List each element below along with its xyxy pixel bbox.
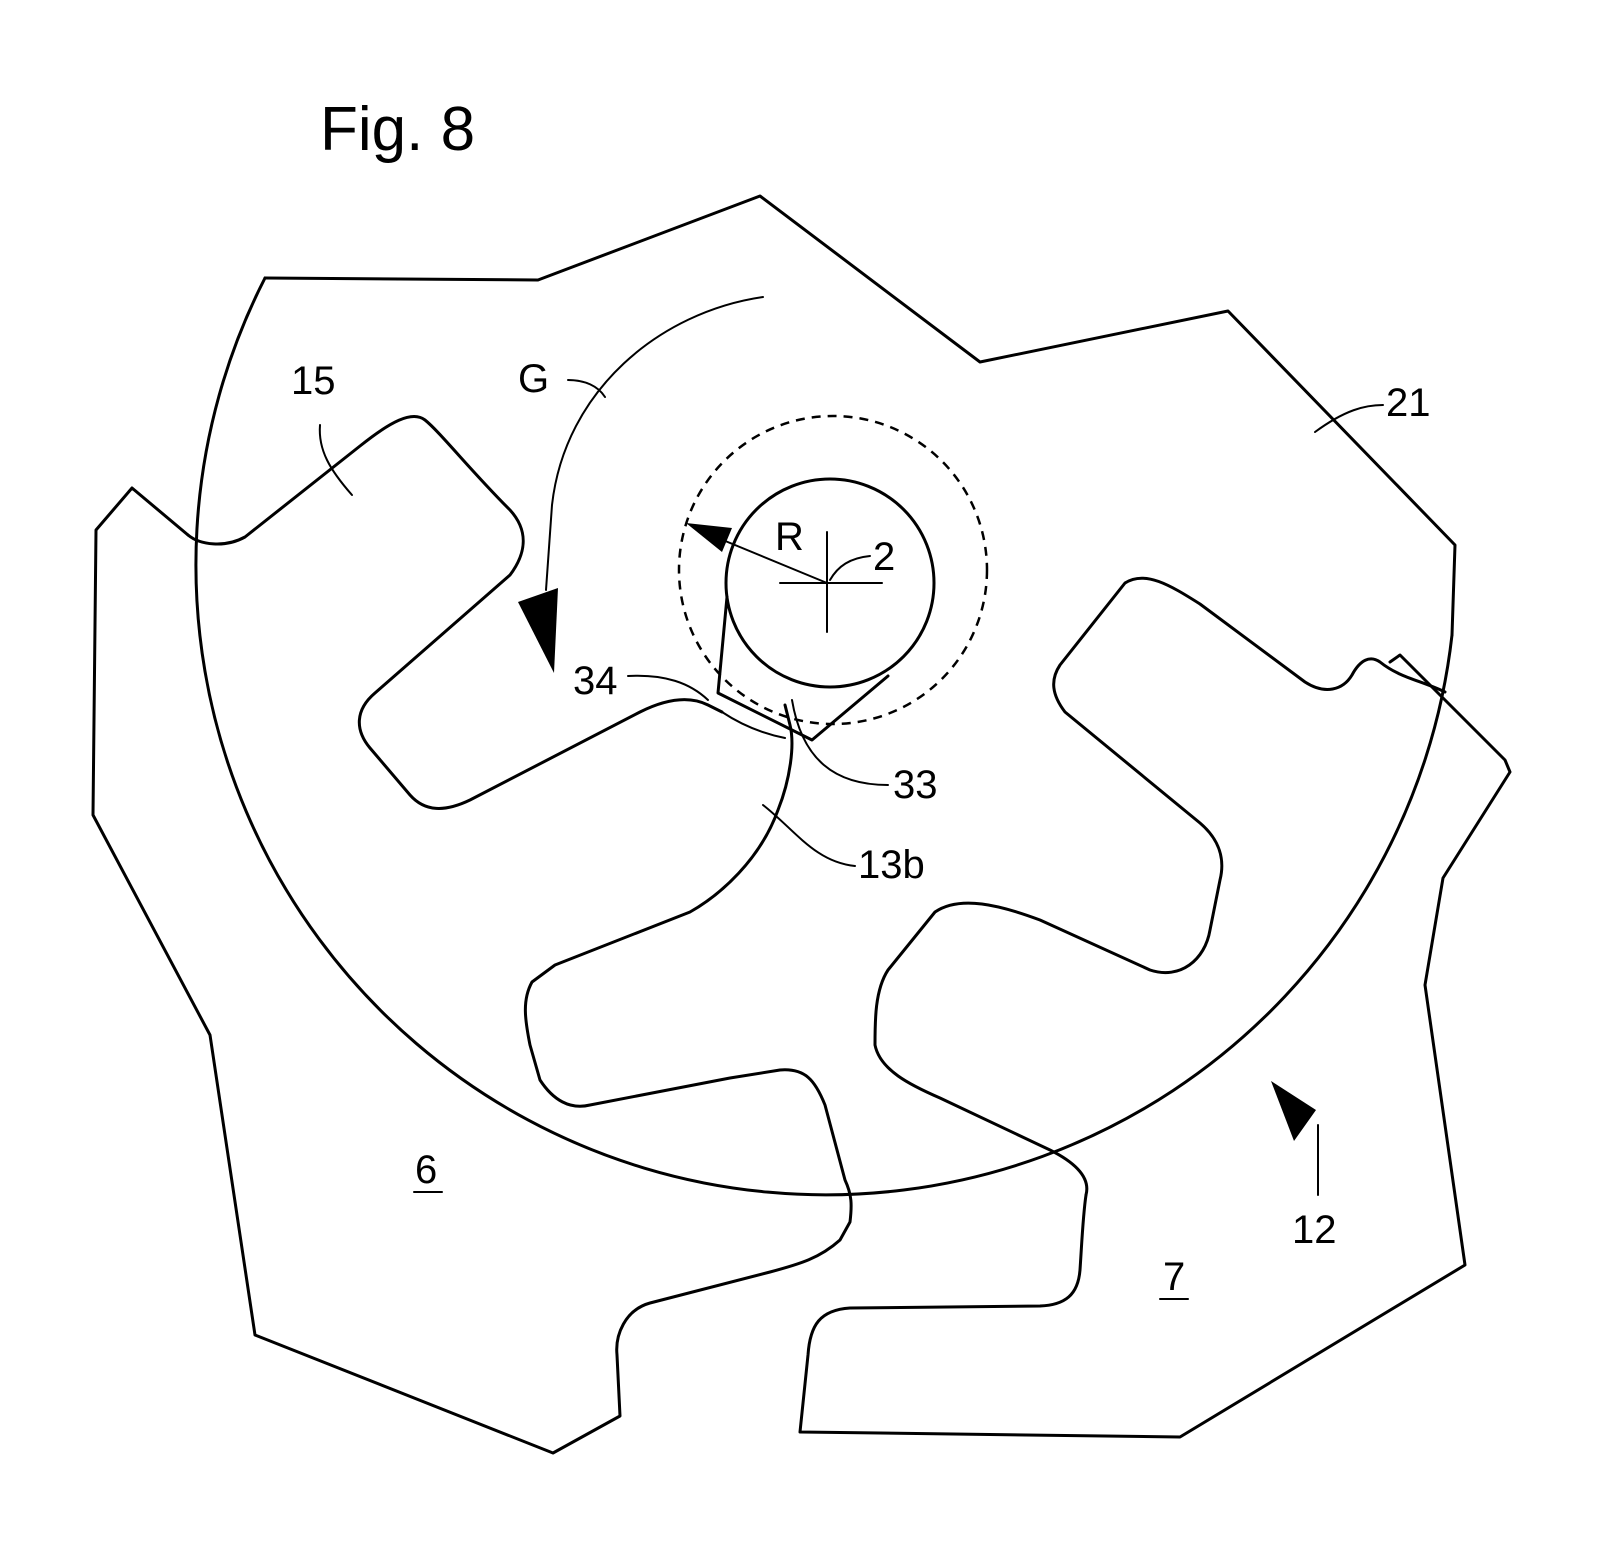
- leader-2: [829, 555, 871, 581]
- plate-6-outline: [91, 486, 853, 1455]
- leader-13b: [762, 804, 856, 867]
- arrow-12-arrowhead: [1271, 1081, 1316, 1141]
- leader-21: [1314, 404, 1384, 433]
- label-7: 7: [1163, 1255, 1185, 1299]
- label-21: 21: [1386, 381, 1431, 425]
- label-13b: 13b: [858, 843, 925, 887]
- disk-12-outline: [194, 276, 1454, 1197]
- leader-15: [318, 424, 353, 496]
- leader-33: [791, 699, 889, 786]
- label-34: 34: [573, 659, 618, 703]
- leader-G: [567, 379, 606, 398]
- jaw-34-edge: [721, 711, 786, 739]
- rotation-G-arc: [545, 296, 764, 591]
- radius-R-line: [717, 537, 828, 584]
- rotation-G-arrowhead: [518, 588, 558, 673]
- plate-7-outline: [798, 653, 1512, 1439]
- label-G: G: [518, 357, 549, 401]
- figure-title: Fig. 8: [320, 95, 475, 164]
- hub-contour: [716, 595, 890, 742]
- disk-slot-15: [186, 414, 724, 810]
- label-R: R: [775, 515, 804, 559]
- radius-R-arrowhead: [686, 523, 732, 552]
- dashed-radius-circle: [677, 414, 989, 726]
- label-2: 2: [873, 535, 895, 579]
- plate-21-outline: [263, 194, 1457, 637]
- leader-34: [627, 674, 709, 701]
- disk-slot-right: [873, 576, 1447, 1197]
- label-6: 6: [415, 1148, 437, 1192]
- label-15: 15: [291, 359, 336, 403]
- label-12: 12: [1292, 1208, 1337, 1252]
- label-33: 33: [893, 763, 938, 807]
- axis-2-circle: [724, 477, 936, 689]
